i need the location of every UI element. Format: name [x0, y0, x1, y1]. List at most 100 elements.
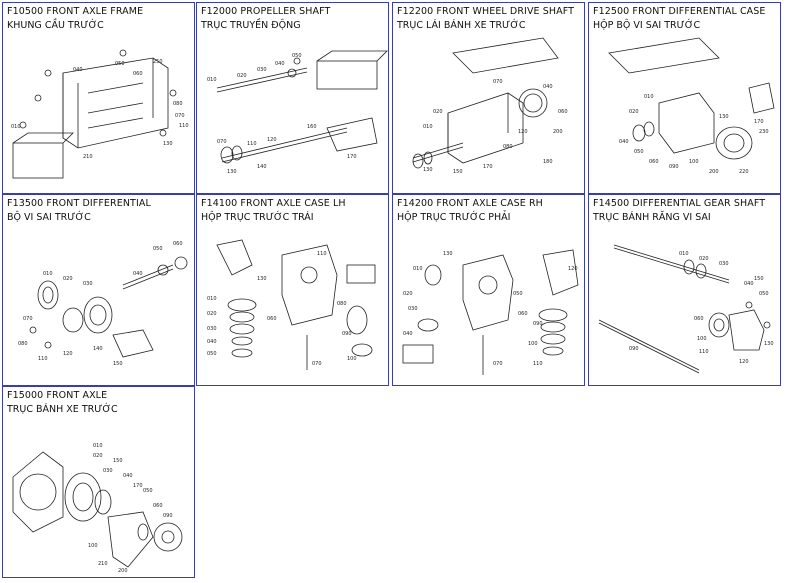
- part-number-label: 100: [697, 336, 707, 342]
- part-number-label: 030: [83, 281, 93, 287]
- panel-title-vn: KHUNG CẦU TRƯỚC: [7, 20, 104, 31]
- part-number-label: 060: [649, 159, 659, 165]
- panel-code: F10500 FRONT AXLE FRAME: [7, 6, 144, 17]
- panel-f13500[interactable]: F13500 FRONT DIFFERENTIAL BỘ VI SAI TRƯỚ…: [2, 194, 195, 386]
- differential-gear-shaft-diagram: 010 020 030 040 050 060 090 100 110 120 …: [598, 244, 774, 374]
- part-number-label: 100: [689, 159, 699, 165]
- panel-code: F13500 FRONT DIFFERENTIAL: [7, 198, 151, 209]
- part-number-label: 220: [739, 169, 749, 175]
- panel-code: F14500 DIFFERENTIAL GEAR SHAFT: [593, 198, 766, 209]
- part-number-label: 070: [217, 139, 227, 145]
- part-number-label: 100: [347, 356, 357, 362]
- part-number-label: 030: [257, 67, 267, 73]
- part-number-label: 120: [568, 266, 578, 272]
- part-number-label: 040: [275, 61, 285, 67]
- panel-title-vn: TRỤC BÁNH XE TRƯỚC: [7, 404, 118, 415]
- part-number-label: 080: [503, 144, 513, 150]
- front-axle-case-lh-diagram: 010 020 030 040 050 060 070 080 090 100 …: [207, 239, 376, 370]
- part-number-label: 040: [543, 84, 553, 90]
- part-number-label: 080: [337, 301, 347, 307]
- part-number-label: 230: [759, 129, 769, 135]
- part-number-label: 180: [543, 159, 553, 165]
- part-number-label: 020: [207, 311, 217, 317]
- panel-f14100[interactable]: F14100 FRONT AXLE CASE LH HỘP TRỤC TRƯỚC…: [196, 194, 389, 386]
- part-number-label: 040: [123, 473, 133, 479]
- part-number-label: 090: [629, 346, 639, 352]
- panel-code: F12500 FRONT DIFFERENTIAL CASE: [593, 6, 766, 17]
- part-number-label: 060: [694, 316, 704, 322]
- panel-code: F14200 FRONT AXLE CASE RH: [397, 198, 543, 209]
- part-number-label: 060: [267, 316, 277, 322]
- part-number-label: 010: [679, 251, 689, 257]
- part-number-label: 120: [518, 129, 528, 135]
- part-number-label: 070: [312, 361, 322, 367]
- part-number-label: 070: [493, 361, 503, 367]
- front-axle-diagram: 010 020 030 040 050 060 090 100 150 170 …: [12, 443, 183, 574]
- part-number-label: 030: [408, 306, 418, 312]
- part-number-label: 170: [133, 483, 143, 489]
- front-axle-case-rh-diagram: 010 020 030 040 050 060 070 090 100 110 …: [402, 249, 579, 375]
- part-number-label: 050: [207, 351, 217, 357]
- part-number-label: 010: [644, 94, 654, 100]
- part-number-label: 010: [93, 443, 103, 449]
- part-number-label: 200: [709, 169, 719, 175]
- part-number-label: 100: [88, 543, 98, 549]
- part-number-label: 070: [493, 79, 503, 85]
- part-number-label: 090: [342, 331, 352, 337]
- panel-code: F12000 PROPELLER SHAFT: [201, 6, 331, 17]
- part-number-label: 020: [403, 291, 413, 297]
- part-number-label: 120: [739, 359, 749, 365]
- part-number-label: 090: [163, 513, 173, 519]
- part-number-label: 210: [98, 561, 108, 567]
- panel-title-vn: HỘP TRỤC TRƯỚC PHẢI: [397, 212, 511, 223]
- part-number-label: 150: [113, 361, 123, 367]
- part-number-label: 070: [23, 316, 33, 322]
- part-number-label: 150: [754, 276, 764, 282]
- part-number-label: 130: [719, 114, 729, 120]
- panel-f14500[interactable]: F14500 DIFFERENTIAL GEAR SHAFT TRỤC BÁNH…: [588, 194, 781, 386]
- part-number-label: 020: [629, 109, 639, 115]
- part-number-label: 050: [759, 291, 769, 297]
- part-number-label: 050: [634, 149, 644, 155]
- part-number-label: 050: [115, 61, 125, 67]
- part-number-label: 140: [257, 164, 267, 170]
- panel-f15000[interactable]: F15000 FRONT AXLE TRỤC BÁNH XE TRƯỚC 010…: [2, 386, 195, 578]
- part-number-label: 070: [175, 113, 185, 119]
- part-number-label: 040: [133, 271, 143, 277]
- panel-title-vn: TRỤC TRUYỀN ĐỘNG: [201, 20, 301, 31]
- part-number-label: 060: [133, 71, 143, 77]
- panel-code: F15000 FRONT AXLE: [7, 390, 108, 401]
- part-number-label: 150: [453, 169, 463, 175]
- panel-title-vn: HỘP TRỤC TRƯỚC TRÁI: [201, 212, 314, 223]
- part-number-label: 060: [558, 109, 568, 115]
- part-number-label: 130: [227, 169, 237, 175]
- front-differential-case-diagram: 010 020 040 050 060 090 100 130 170 200 …: [608, 37, 775, 175]
- part-number-label: 170: [483, 164, 493, 170]
- part-number-label: 060: [173, 241, 183, 247]
- part-number-label: 080: [18, 341, 28, 347]
- panel-code: F12200 FRONT WHEEL DRIVE SHAFT: [397, 6, 575, 17]
- part-number-label: 110: [247, 141, 257, 147]
- part-number-label: 050: [143, 488, 153, 494]
- part-number-label: 010: [43, 271, 53, 277]
- part-number-label: 010: [413, 266, 423, 272]
- panel-f12200[interactable]: F12200 FRONT WHEEL DRIVE SHAFT TRỤC LÁI …: [392, 2, 585, 194]
- part-number-label: 060: [153, 503, 163, 509]
- part-number-label: 110: [533, 361, 543, 367]
- part-number-label: 050: [513, 291, 523, 297]
- part-number-label: 150: [113, 458, 123, 464]
- panel-title-vn: TRỤC BÁNH RĂNG VI SAI: [593, 212, 711, 223]
- part-number-label: 170: [347, 154, 357, 160]
- part-number-label: 020: [433, 109, 443, 115]
- panel-f12000[interactable]: F12000 PROPELLER SHAFT TRỤC TRUYỀN ĐỘNG …: [196, 2, 389, 194]
- panel-f12500[interactable]: F12500 FRONT DIFFERENTIAL CASE HỘP BỘ VI…: [588, 2, 781, 194]
- part-number-label: 200: [553, 129, 563, 135]
- panel-code: F14100 FRONT AXLE CASE LH: [201, 198, 346, 209]
- panel-f10500[interactable]: F10500 FRONT AXLE FRAME KHUNG CẦU TRƯỚC …: [2, 2, 195, 194]
- part-number-label: 140: [93, 346, 103, 352]
- front-differential-diagram: 010 020 030 040 050 060 070 080 110 120 …: [18, 241, 188, 367]
- part-number-label: 010: [423, 124, 433, 130]
- panel-f14200[interactable]: F14200 FRONT AXLE CASE RH HỘP TRỤC TRƯỚC…: [392, 194, 585, 386]
- part-number-label: 130: [163, 141, 173, 147]
